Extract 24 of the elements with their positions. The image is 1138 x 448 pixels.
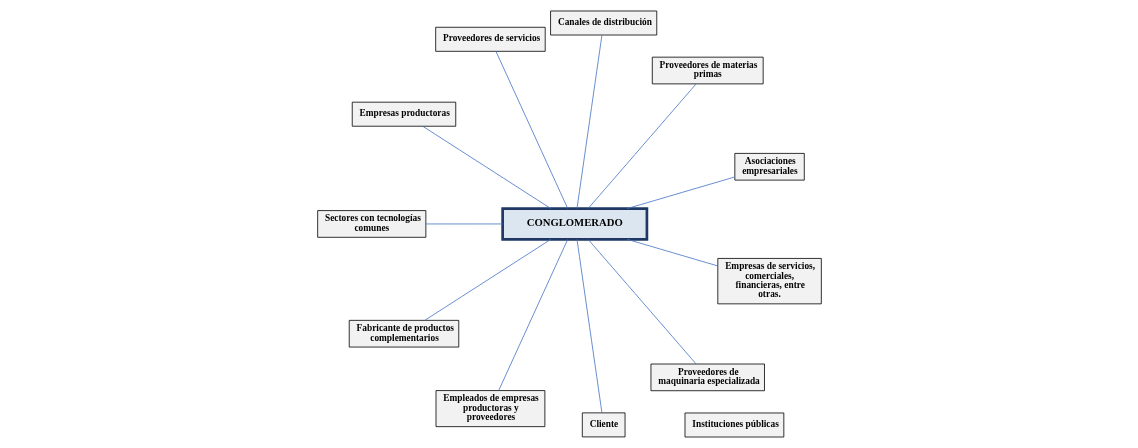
node-box: CONGLOMERADO (500, 207, 648, 241)
node-box: Cliente (581, 412, 625, 438)
node-box: Proveedores de servicios (434, 26, 546, 52)
node-box: Fabricante de productos complementarios (348, 319, 459, 348)
node-box: Empleados de empresas productoras y proveedores (435, 390, 545, 428)
connector (421, 125, 551, 209)
node-box: Proveedores de materias primas (651, 56, 764, 85)
connector (587, 83, 697, 209)
connector (626, 176, 735, 209)
node-box: Asociaciones empresariales (733, 153, 805, 181)
connector (497, 239, 568, 391)
node-box: Proveedores de maquinaria especializada (650, 363, 765, 392)
connector (587, 239, 697, 365)
connector (423, 238, 551, 321)
connector (576, 239, 602, 414)
node-box: Instituciones públicas (684, 412, 784, 438)
node-box: Canales de distribución (549, 10, 657, 36)
node-box: Sectores con tecnologías comunes (316, 210, 426, 238)
node-box: Empresas productoras (351, 101, 456, 127)
connector (495, 50, 568, 209)
connector (626, 238, 718, 267)
connector (425, 223, 503, 225)
connector (576, 34, 602, 209)
node-box: Empresas de servicios, comerciales, financieras, entre otras. (716, 258, 822, 305)
